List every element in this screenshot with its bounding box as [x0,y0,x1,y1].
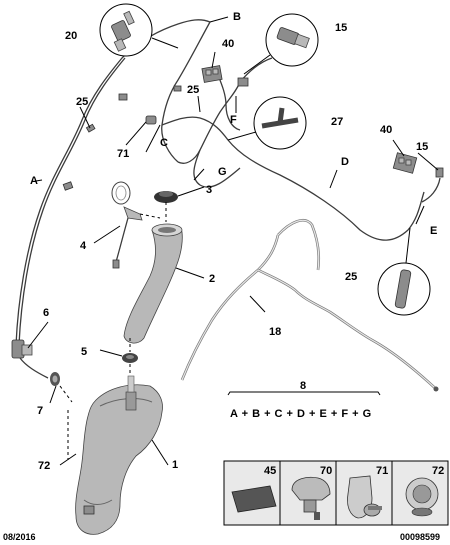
pad-icon [231,485,277,513]
hose-network [145,21,444,241]
hose-a [15,19,211,346]
callout-72: 72 [38,460,51,472]
cap [154,191,178,203]
pump-grommet [50,372,60,386]
detail-circle-25 [377,227,431,316]
callout-f: F [230,114,237,126]
legend-number-70: 70 [320,465,333,477]
seal [122,353,138,363]
filler-neck [123,223,183,344]
callout-e: E [430,225,438,237]
callout-1: 1 [172,459,179,471]
hose-clip-icon [291,476,331,520]
legend-number-72: 72 [432,465,445,477]
callout-15-top: 15 [335,22,348,34]
callout-25-left: 25 [76,96,89,108]
callout-27: 27 [331,116,344,128]
grommet-icon [405,477,439,517]
detail-circle-20 [99,3,179,57]
callout-d: D [341,156,349,168]
callout-18: 18 [269,326,282,338]
callout-25-mid: 25 [187,84,200,96]
callout-8: 8 [300,380,307,392]
washer-pump [11,339,49,379]
callout-2: 2 [209,273,216,285]
hose-set-formula: A + B + C + D + E + F + G [230,408,372,420]
callout-40-top: 40 [222,38,235,50]
legend-number-45: 45 [264,465,277,477]
detail-circle-27 [227,96,307,150]
retaining-clip-icon [347,475,382,519]
detail-circle-15 [243,13,319,75]
callout-3: 3 [206,184,213,196]
hose-18 [180,219,439,392]
reservoir [75,375,163,535]
callout-5: 5 [81,346,88,358]
legend-number-71: 71 [376,465,389,477]
callout-7: 7 [37,405,44,417]
callout-71: 71 [117,148,130,160]
callout-4: 4 [80,240,87,252]
callout-a: A [30,175,38,187]
callout-c: C [160,137,168,149]
callout-15-right: 15 [416,141,429,153]
callout-6: 6 [43,307,50,319]
callout-25-right: 25 [345,271,358,283]
leader-lines [27,16,439,466]
callout-g: G [218,166,227,178]
footer-reference: 00098599 [400,532,441,542]
callout-b: B [233,11,241,23]
level-sensor [111,181,143,269]
callout-40-right: 40 [380,124,393,136]
footer-date: 08/2016 [3,532,36,542]
callout-20: 20 [65,30,78,42]
